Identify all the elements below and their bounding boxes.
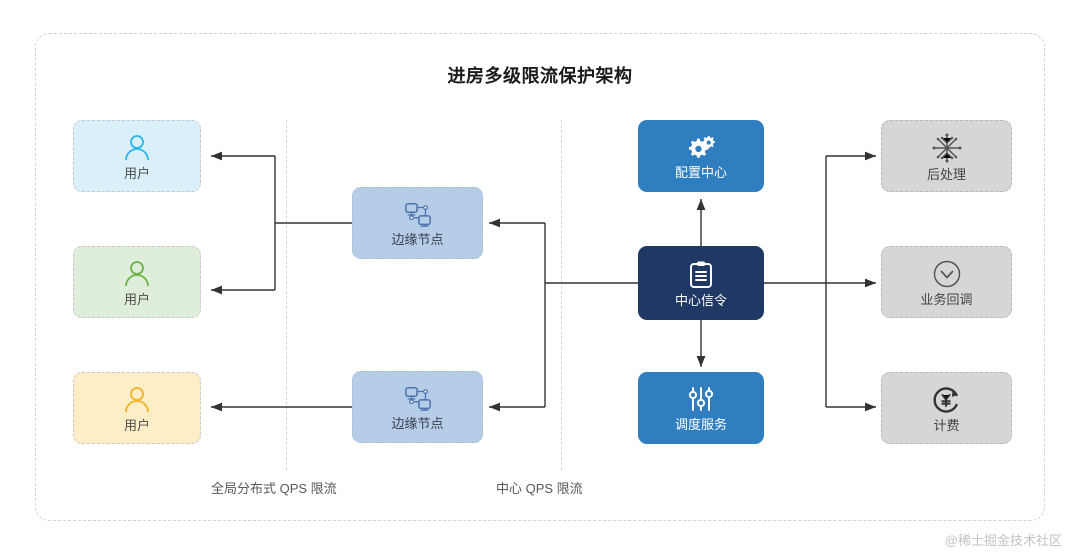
network-topology-icon xyxy=(403,201,433,229)
node-edge-2-label: 边缘节点 xyxy=(391,415,444,431)
yuan-refresh-icon xyxy=(931,385,963,415)
node-user-2[interactable]: 用户 xyxy=(73,246,201,318)
node-user-2-label: 用户 xyxy=(123,291,150,307)
node-config-center-label: 配置中心 xyxy=(674,164,727,180)
node-business-callback-label: 业务回调 xyxy=(920,291,973,307)
node-edge-2[interactable]: 边缘节点 xyxy=(352,371,483,443)
node-scheduling-service-label: 调度服务 xyxy=(674,416,727,432)
caption-global-qps: 全局分布式 QPS 限流 xyxy=(211,481,337,496)
circle-chevron-down-icon xyxy=(932,259,962,289)
node-post-processing[interactable]: 后处理 xyxy=(881,120,1012,192)
diagram-frame xyxy=(35,33,1045,521)
user-icon xyxy=(122,385,152,415)
node-business-callback[interactable]: 业务回调 xyxy=(881,246,1012,318)
node-center-signaling-label: 中心信令 xyxy=(674,292,727,308)
caption-center-qps: 中心 QPS 限流 xyxy=(496,481,583,496)
network-topology-icon xyxy=(403,385,433,413)
node-user-3-label: 用户 xyxy=(123,417,150,433)
watermark: @稀土掘金技术社区 xyxy=(944,533,1062,548)
user-icon xyxy=(122,133,152,163)
node-config-center[interactable]: 配置中心 xyxy=(638,120,764,192)
node-edge-1-label: 边缘节点 xyxy=(391,231,444,247)
node-center-signaling[interactable]: 中心信令 xyxy=(638,246,764,320)
gears-icon xyxy=(685,134,717,162)
node-edge-1[interactable]: 边缘节点 xyxy=(352,187,483,259)
page-title: 进房多级限流保护架构 xyxy=(447,66,633,86)
node-post-processing-label: 后处理 xyxy=(926,166,966,182)
node-billing-label: 计费 xyxy=(933,417,960,433)
sliders-icon xyxy=(686,386,716,414)
node-user-1[interactable]: 用户 xyxy=(73,120,201,192)
divider-global-zone xyxy=(286,120,287,470)
node-user-3[interactable]: 用户 xyxy=(73,372,201,444)
divider-center-zone xyxy=(561,120,562,470)
node-user-1-label: 用户 xyxy=(123,165,150,181)
burst-node-icon xyxy=(930,132,964,164)
document-list-icon xyxy=(687,260,715,290)
node-scheduling-service[interactable]: 调度服务 xyxy=(638,372,764,444)
user-icon xyxy=(122,259,152,289)
node-billing[interactable]: 计费 xyxy=(881,372,1012,444)
